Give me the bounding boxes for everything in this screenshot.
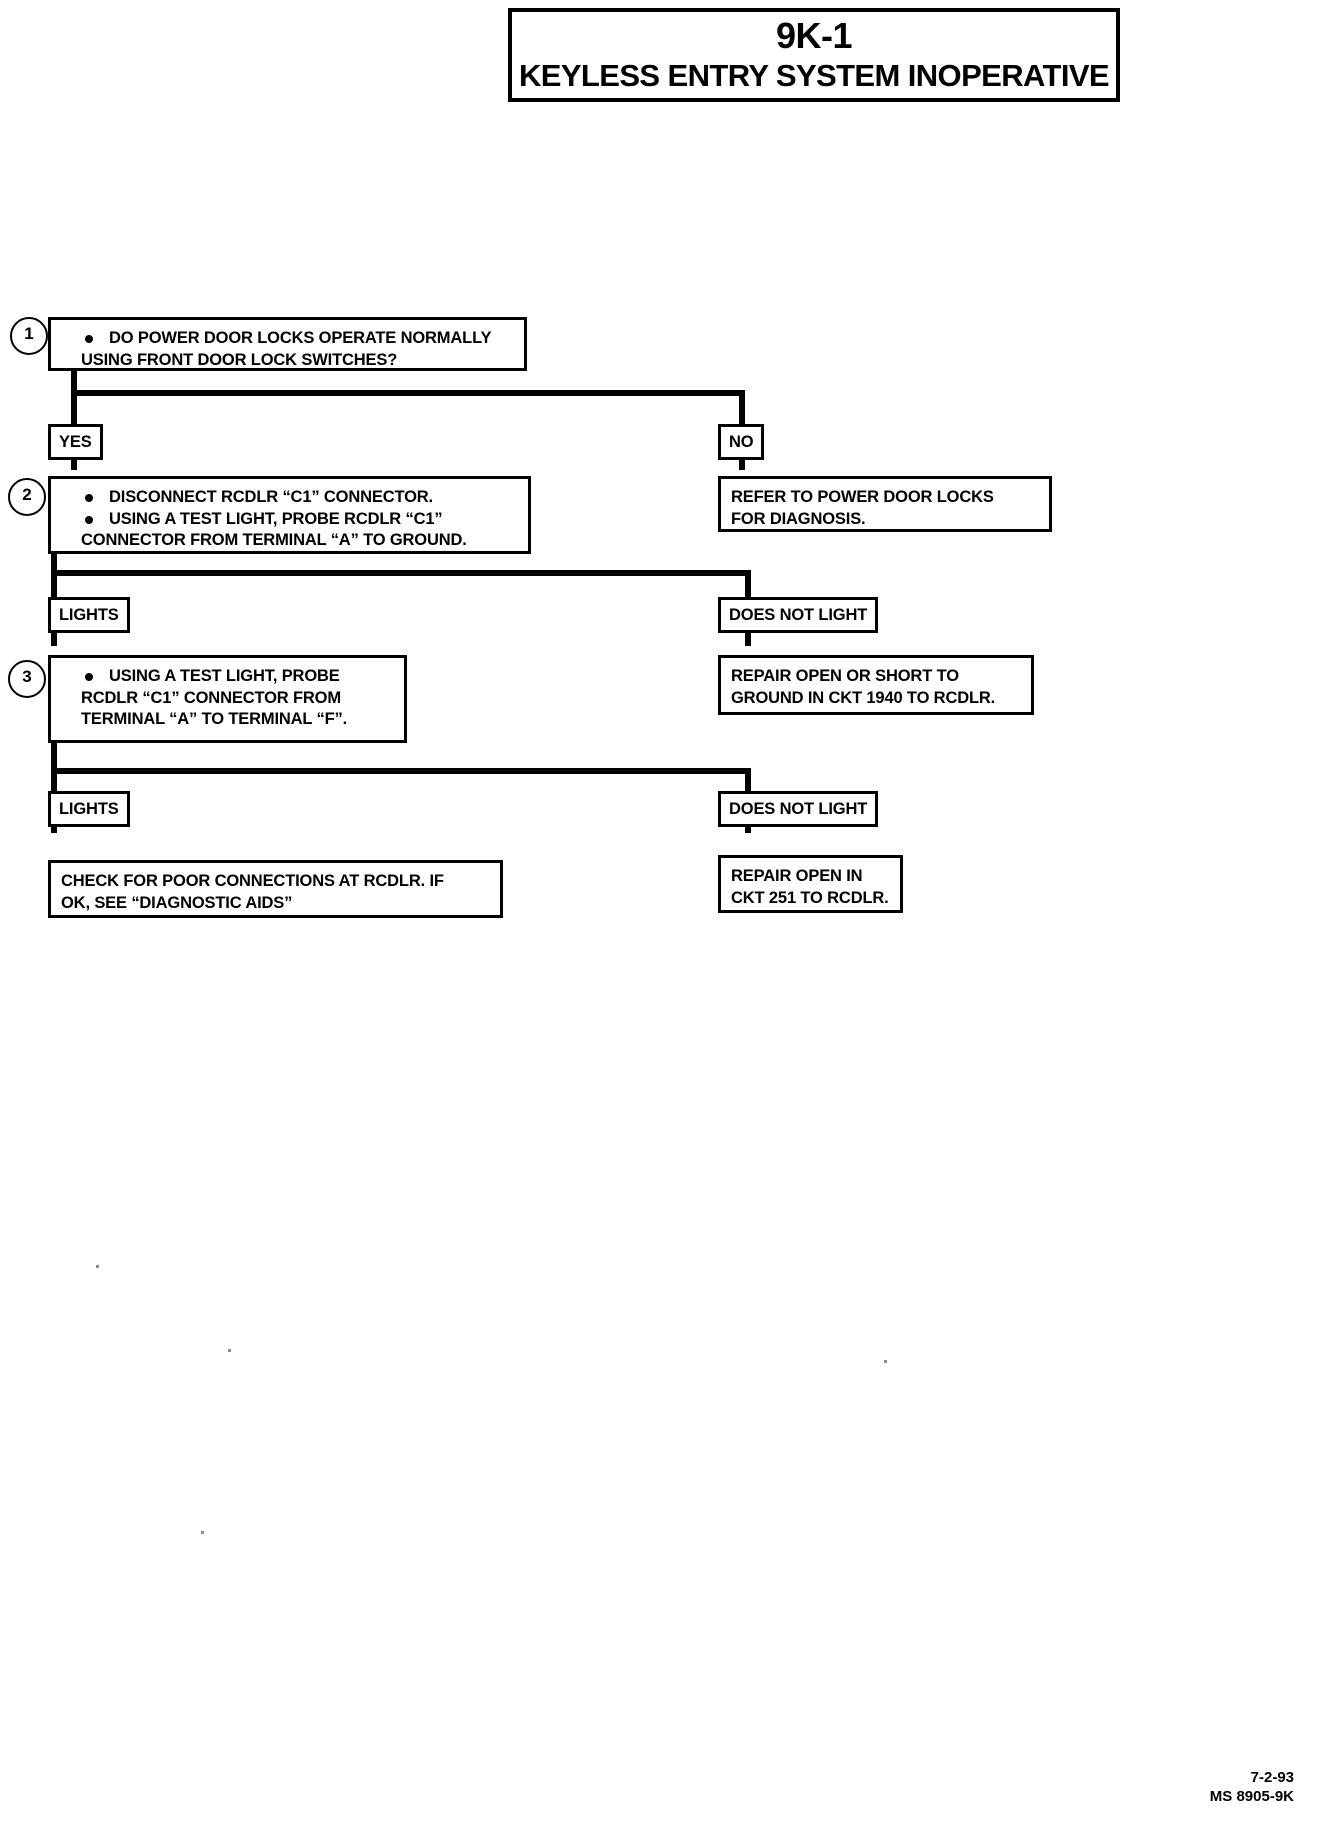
refer-line-2: FOR DIAGNOSIS. <box>731 509 866 528</box>
connector-step1-down <box>71 371 77 470</box>
step-3-bullet: USING A TEST LIGHT, PROBE RCDLR “C1” CON… <box>81 666 394 731</box>
branch-does-not-light-2: DOES NOT LIGHT <box>718 791 879 827</box>
repair-1940-line-1: REPAIR OPEN OR SHORT TO <box>731 667 959 685</box>
result-check-poor-connections: CHECK FOR POOR CONNECTIONS AT RCDLR. IF … <box>48 860 503 918</box>
repair-251-line-1: REPAIR OPEN IN <box>731 867 863 885</box>
page-code: 9K-1 <box>775 15 853 56</box>
bullet-dot-icon <box>85 515 93 524</box>
step-number-1: 1 <box>10 317 48 355</box>
bullet-dot-icon <box>85 335 93 343</box>
result-repair-open-251: REPAIR OPEN IN CKT 251 TO RCDLR. <box>718 855 903 913</box>
refer-line-1: REFER TO POWER DOOR LOCKS <box>731 488 994 506</box>
step-1-bullet: DO POWER DOOR LOCKS OPERATE NORMALLY USI… <box>81 328 514 371</box>
bullet-dot-icon <box>85 673 93 681</box>
step-number-2: 2 <box>8 478 46 516</box>
step-3-line-1: USING A TEST LIGHT, PROBE <box>109 667 340 685</box>
footer: 7-2-93 MS 8905-9K <box>1210 1768 1294 1806</box>
result-refer-power-door-locks: REFER TO POWER DOOR LOCKS FOR DIAGNOSIS. <box>718 476 1052 532</box>
scan-speckle <box>884 1360 887 1363</box>
branch-no: NO <box>718 424 765 460</box>
step-number-3: 3 <box>8 660 46 698</box>
scan-speckle <box>201 1531 204 1534</box>
connector-step1-split <box>71 390 745 396</box>
step-2-b2-line-1: USING A TEST LIGHT, PROBE RCDLR “C1” <box>109 509 443 528</box>
page-title: KEYLESS ENTRY SYSTEM INOPERATIVE <box>518 58 1110 93</box>
check-line-1: CHECK FOR POOR CONNECTIONS AT RCDLR. IF <box>61 872 444 890</box>
connector-step2-split <box>51 570 751 576</box>
bullet-dot-icon <box>85 494 93 502</box>
repair-251-line-2: CKT 251 TO RCDLR. <box>731 888 889 907</box>
footer-date: 7-2-93 <box>1250 1769 1294 1786</box>
step-1-box: DO POWER DOOR LOCKS OPERATE NORMALLY USI… <box>48 317 527 371</box>
branch-lights-1: LIGHTS <box>48 597 130 633</box>
step-2-box: DISCONNECT RCDLR “C1” CONNECTOR. USING A… <box>48 476 531 554</box>
footer-document-id: MS 8905-9K <box>1209 1788 1294 1805</box>
branch-yes: YES <box>48 424 103 460</box>
connector-step3-down <box>51 743 57 833</box>
branch-lights-2: LIGHTS <box>48 791 130 827</box>
step-2-bullet-2: USING A TEST LIGHT, PROBE RCDLR “C1” CON… <box>81 509 518 552</box>
step-2-bullet-1: DISCONNECT RCDLR “C1” CONNECTOR. <box>81 487 518 509</box>
step-3-box: USING A TEST LIGHT, PROBE RCDLR “C1” CON… <box>48 655 407 743</box>
scan-speckle <box>96 1265 99 1268</box>
check-line-2: OK, SEE “DIAGNOSTIC AIDS” <box>61 893 293 912</box>
repair-1940-line-2: GROUND IN CKT 1940 TO RCDLR. <box>731 688 996 707</box>
connector-step3-split <box>51 768 751 774</box>
step-3-line-2: RCDLR “C1” CONNECTOR FROM <box>81 688 341 707</box>
step-1-line-2: USING FRONT DOOR LOCK SWITCHES? <box>81 350 398 369</box>
step-2-b2-line-2: CONNECTOR FROM TERMINAL “A” TO GROUND. <box>81 531 467 549</box>
step-3-line-3: TERMINAL “A” TO TERMINAL “F”. <box>81 710 348 728</box>
result-repair-open-short-1940: REPAIR OPEN OR SHORT TO GROUND IN CKT 19… <box>718 655 1034 715</box>
scan-speckle <box>228 1349 231 1352</box>
step-1-line-1: DO POWER DOOR LOCKS OPERATE NORMALLY <box>109 329 492 347</box>
branch-does-not-light-1: DOES NOT LIGHT <box>718 597 879 633</box>
page-title-box: 9K-1 KEYLESS ENTRY SYSTEM INOPERATIVE <box>508 8 1120 102</box>
step-2-b1-line-1: DISCONNECT RCDLR “C1” CONNECTOR. <box>109 488 433 506</box>
